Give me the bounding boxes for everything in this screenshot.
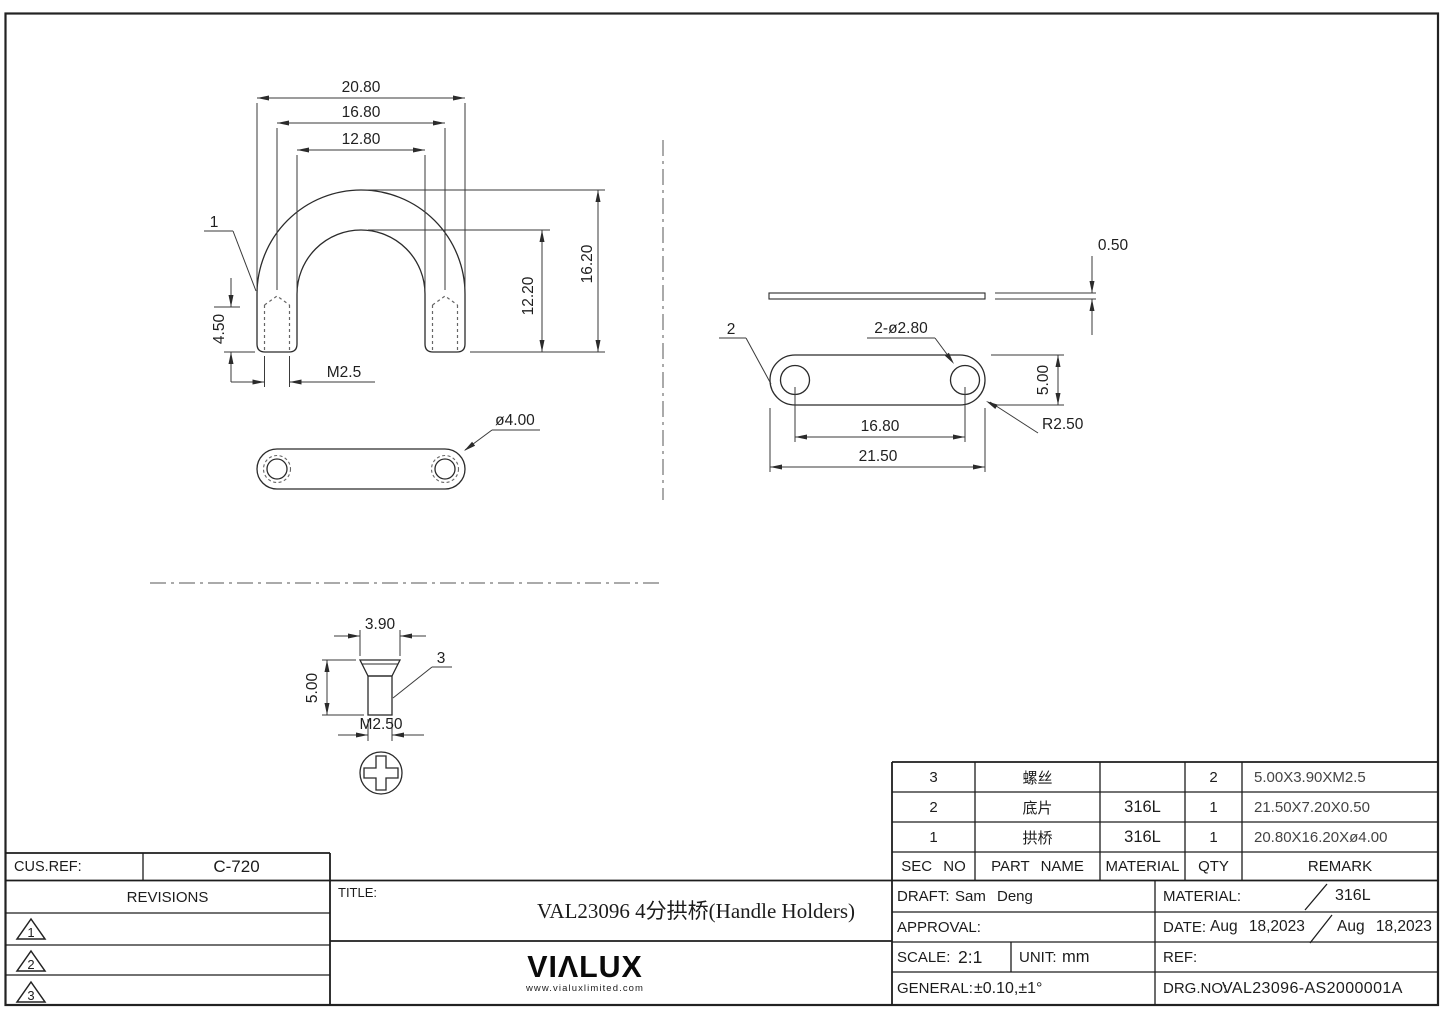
dim-arch-outer-width: 20.80 <box>342 79 381 96</box>
arch-bottom-view <box>256 448 466 490</box>
parts-row-remark: 20.80X16.20Xø4.00 <box>1254 828 1388 846</box>
scale-value: 2:1 <box>958 946 983 967</box>
revisions-header: REVISIONS <box>126 888 209 906</box>
parts-row-remark: 5.00X3.90XM2.5 <box>1254 768 1366 786</box>
dim-plate-hole-spacing: 16.80 <box>861 418 900 435</box>
date-value-1: Aug 18,2023 <box>1210 918 1305 935</box>
dim-arch-inner-width: 12.80 <box>342 131 381 148</box>
parts-row-material <box>1100 762 1185 792</box>
screw-dimensions <box>322 630 452 741</box>
dim-plate-thickness: 0.50 <box>1098 237 1129 254</box>
dim-arch-mid-width: 16.80 <box>342 104 381 121</box>
dim-rod-dia: ø4.00 <box>495 412 535 429</box>
parts-row-part-name: 螺丝 <box>1022 769 1053 787</box>
dim-arch-thread-depth: 4.50 <box>211 314 228 345</box>
screw-front-view <box>358 659 402 716</box>
unit-value: mm <box>1062 947 1090 966</box>
dim-plate-radius: R2.50 <box>1042 416 1084 433</box>
cus-ref-label: CUS.REF: <box>14 858 82 875</box>
arch-dimensions <box>204 97 605 387</box>
date-value-2: Aug 18,2023 <box>1337 918 1432 935</box>
parts-row-part-name: 拱桥 <box>1022 829 1053 847</box>
parts-row-part-name: 底片 <box>1022 799 1053 817</box>
balloon-3: 3 <box>437 650 446 667</box>
plate-dimension-arrows <box>770 352 1061 470</box>
cus-ref-value: C-720 <box>213 856 260 876</box>
vialux-logo-text: VIΛLUX <box>527 949 643 984</box>
rod-dia-arrow <box>464 441 476 451</box>
parts-row-qty: 1 <box>1209 798 1218 816</box>
phillips-cross-icon <box>363 755 399 791</box>
parts-row-remark: 21.50X7.20X0.50 <box>1254 798 1370 816</box>
screw-dimension-arrows <box>324 633 412 738</box>
drawing-title: VAL23096 4分拱桥(Handle Holders) <box>536 899 856 923</box>
parts-header-material: MATERIAL <box>1105 857 1180 875</box>
ref-label: REF: <box>1163 948 1198 966</box>
parts-row-qty: 1 <box>1209 828 1218 846</box>
unit-label: UNIT: <box>1019 948 1057 966</box>
dim-screw-head-dia: 3.90 <box>365 616 396 633</box>
screw-dimension-texts: 3.90 5.00 M2.50 3 <box>304 616 445 733</box>
revision-mark-1: 1 <box>14 916 48 942</box>
parts-row-material: 316L <box>1124 797 1161 816</box>
revision-mark-3: 3 <box>14 979 48 1005</box>
plate-dimension-texts: 2-ø2.80 5.00 R2.50 16.80 21.50 2 <box>727 320 1084 465</box>
parts-header-sec-no: SEC NO <box>901 857 966 875</box>
dim-arch-inner-height: 12.20 <box>520 276 537 315</box>
balloon-2: 2 <box>727 321 736 338</box>
titleblock-lines <box>5 761 1438 1005</box>
parts-row-sec-no: 2 <box>929 798 938 816</box>
approval-label: APPROVAL: <box>897 918 981 936</box>
material-label: MATERIAL: <box>1163 887 1242 905</box>
parts-row-material: 316L <box>1124 827 1161 846</box>
general-label: GENERAL: <box>897 980 973 997</box>
revision-mark-2: 2 <box>14 948 48 974</box>
dim-arch-outer-height: 16.20 <box>579 244 596 283</box>
parts-row-sec-no: 3 <box>929 768 938 786</box>
screw-top-view <box>359 751 403 795</box>
balloon-1: 1 <box>210 214 219 231</box>
dim-screw-thread: M2.50 <box>359 716 402 733</box>
centerlines <box>150 140 664 584</box>
vialux-logo: VIΛLUX www.vialuxlimited.com <box>465 949 705 994</box>
parts-header-remark: REMARK <box>1307 857 1373 875</box>
dim-plate-holes: 2-ø2.80 <box>874 320 928 337</box>
svg-text:2: 2 <box>27 957 34 972</box>
title-label: TITLE: <box>338 884 378 900</box>
draft-value: Sam Deng <box>955 887 1033 905</box>
plate-thickness-dim <box>995 256 1096 335</box>
general-value: ±0.10,±1° <box>974 979 1043 997</box>
dim-screw-length: 5.00 <box>304 673 321 704</box>
parts-row-qty: 2 <box>1209 768 1218 786</box>
parts-header-qty: QTY <box>1198 857 1229 875</box>
dim-plate-length: 21.50 <box>859 448 898 465</box>
plate-side-view <box>768 292 986 300</box>
arch-dimension-arrows <box>228 95 601 385</box>
dim-plate-width: 5.00 <box>1035 365 1052 396</box>
material-value: 316L <box>1335 887 1371 904</box>
svg-text:1: 1 <box>27 925 34 940</box>
arch-front-view <box>256 189 466 353</box>
draft-label: DRAFT: <box>897 887 950 905</box>
page-border <box>4 12 1440 1007</box>
titleblock-inner-lines <box>5 762 1438 1005</box>
plate-thickness-arrows <box>1089 281 1095 311</box>
rod-dia-leader <box>464 429 540 451</box>
dim-arch-thread: M2.5 <box>327 364 361 381</box>
arch-dimension-texts: 20.80 16.80 12.80 16.20 12.20 4.50 M2.5 … <box>210 79 596 381</box>
drg-no-label: DRG.NO: <box>1163 980 1228 997</box>
svg-text:3: 3 <box>27 988 34 1003</box>
parts-row-sec-no: 1 <box>929 828 938 846</box>
parts-header-part-name: PART NAME <box>991 857 1084 875</box>
scale-label: SCALE: <box>897 948 951 966</box>
arch-thread-hidden-lines <box>263 295 459 351</box>
date-label: DATE: <box>1163 918 1207 936</box>
arch-bottom-thread-circles <box>262 454 460 484</box>
drg-no-value: VAL23096-AS2000001A <box>1222 979 1403 997</box>
vialux-logo-url: www.vialuxlimited.com <box>525 983 645 994</box>
